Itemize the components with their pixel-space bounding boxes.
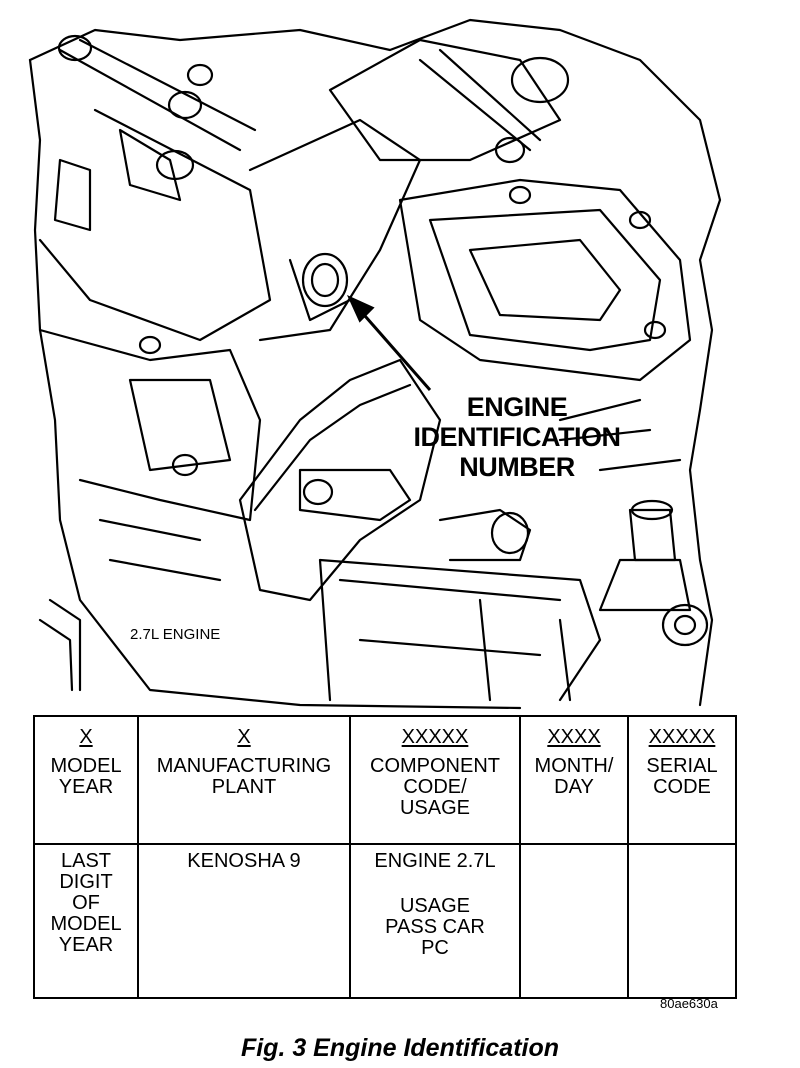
label-month-day: MONTH/ DAY [534, 755, 614, 798]
cell-model-year: LAST DIGIT OF MODEL YEAR [33, 843, 139, 999]
cell-month-day [519, 843, 629, 999]
table-row: LAST DIGIT OF MODEL YEAR KENOSHA 9 ENGIN… [33, 843, 737, 999]
callout-line-3: NUMBER [459, 452, 575, 482]
header-plant: X MANUFACTURING PLANT [137, 715, 351, 845]
code-serial: XXXXX [648, 726, 716, 748]
label-component: COMPONENT CODE/ USAGE [370, 755, 500, 819]
code-component: XXXXX [401, 726, 469, 748]
callout-line-1: ENGINE [466, 392, 568, 422]
cell-plant: KENOSHA 9 [137, 843, 351, 999]
code-month-day: XXXX [547, 726, 601, 748]
label-model-year: MODEL YEAR [50, 755, 122, 798]
engine-line-drawing [28, 18, 722, 710]
cell-plant-text: KENOSHA 9 [187, 850, 301, 872]
label-serial: SERIAL CODE [646, 755, 718, 798]
engine-label: 2.7L ENGINE [130, 626, 221, 643]
engine-id-table: X MODEL YEAR X MANUFACTURING PLANT XXXXX… [33, 715, 737, 999]
table-header-row: X MODEL YEAR X MANUFACTURING PLANT XXXXX… [33, 715, 737, 845]
cell-component-engine: ENGINE 2.7L [374, 850, 496, 872]
cell-serial [627, 843, 737, 999]
code-plant: X [237, 726, 251, 748]
code-model-year: X [79, 726, 93, 748]
header-month-day: XXXX MONTH/ DAY [519, 715, 629, 845]
engine-id-callout: ENGINE IDENTIFICATION NUMBER [402, 392, 632, 482]
figure-caption: Fig. 3 Engine Identification [240, 1034, 560, 1062]
callout-line-2: IDENTIFICATION [413, 422, 621, 452]
header-serial: XXXXX SERIAL CODE [627, 715, 737, 845]
cell-model-year-text: LAST DIGIT OF MODEL YEAR [50, 850, 122, 956]
header-model-year: X MODEL YEAR [33, 715, 139, 845]
header-component: XXXXX COMPONENT CODE/ USAGE [349, 715, 521, 845]
cell-component: ENGINE 2.7L USAGE PASS CAR PC [349, 843, 521, 999]
label-plant: MANUFACTURING PLANT [156, 755, 332, 798]
reference-code: 80ae630a [660, 996, 718, 1011]
cell-component-usage: USAGE PASS CAR PC [385, 895, 485, 959]
